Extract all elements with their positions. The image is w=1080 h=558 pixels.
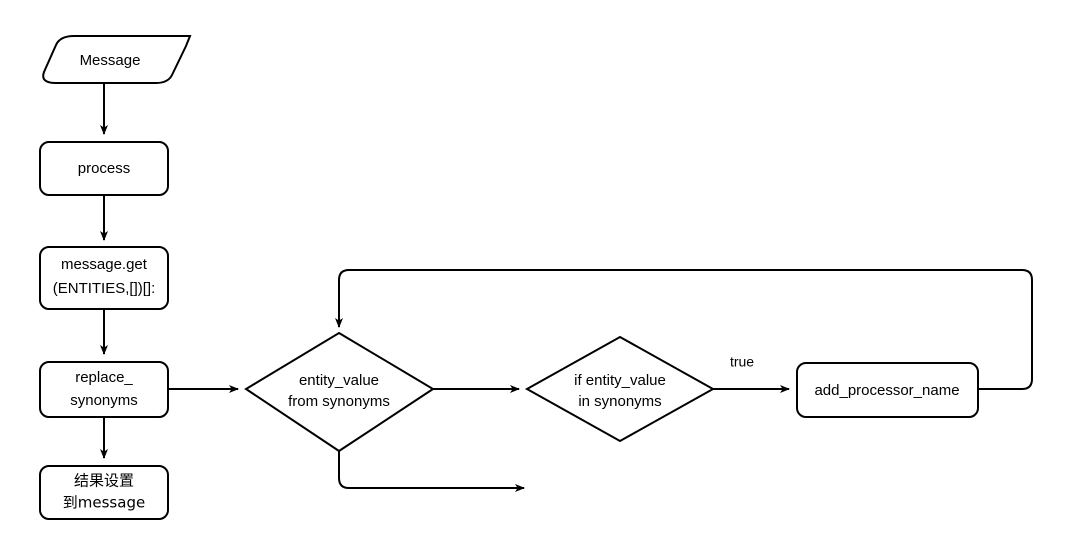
node-add-processor-name[interactable]: add_processor_name xyxy=(796,362,979,418)
if-entity-value-in-synonyms-label-line2: in synonyms xyxy=(578,393,661,410)
node-if-entity-value-in-synonyms[interactable]: if entity_value in synonyms xyxy=(524,335,716,443)
message-get-label-line1: message.get xyxy=(61,256,148,273)
if-entity-value-in-synonyms-label-line1: if entity_value xyxy=(574,372,666,389)
node-set-result[interactable]: 结果设置 到message xyxy=(39,465,169,520)
entity-value-from-synonyms-label-line2: from synonyms xyxy=(288,393,390,410)
message-get-shape xyxy=(39,246,169,310)
add-processor-name-shape xyxy=(796,362,979,418)
node-message[interactable]: Message xyxy=(42,35,192,84)
node-process[interactable]: process xyxy=(39,141,169,196)
if-entity-value-in-synonyms-shape xyxy=(524,335,716,443)
add-processor-name-label: add_processor_name xyxy=(814,382,959,399)
node-message-get[interactable]: message.get (ENTITIES,[])[]: xyxy=(39,246,169,310)
process-label: process xyxy=(78,160,131,177)
entity-value-from-synonyms-label-line1: entity_value xyxy=(299,372,379,389)
replace-synonyms-label-line1: replace_ xyxy=(75,369,133,386)
edge-label-true: true xyxy=(730,354,754,370)
message-label: Message xyxy=(80,52,141,69)
replace-synonyms-shape xyxy=(39,361,169,418)
message-get-label-line2: (ENTITIES,[])[]: xyxy=(53,280,156,297)
replace-synonyms-label-line2: synonyms xyxy=(70,392,138,409)
edge-add-processor-name-loop-back xyxy=(335,269,1033,390)
set-result-label-line1: 结果设置 xyxy=(74,472,134,490)
edge-entity-value-bottom-exit xyxy=(338,450,525,492)
set-result-shape xyxy=(39,465,169,520)
node-entity-value-from-synonyms[interactable]: entity_value from synonyms xyxy=(244,331,435,453)
node-replace-synonyms[interactable]: replace_ synonyms xyxy=(39,361,169,418)
entity-value-from-synonyms-shape xyxy=(244,331,435,453)
message-shape xyxy=(42,35,192,84)
process-shape xyxy=(39,141,169,196)
set-result-label-line2: 到message xyxy=(63,494,145,512)
